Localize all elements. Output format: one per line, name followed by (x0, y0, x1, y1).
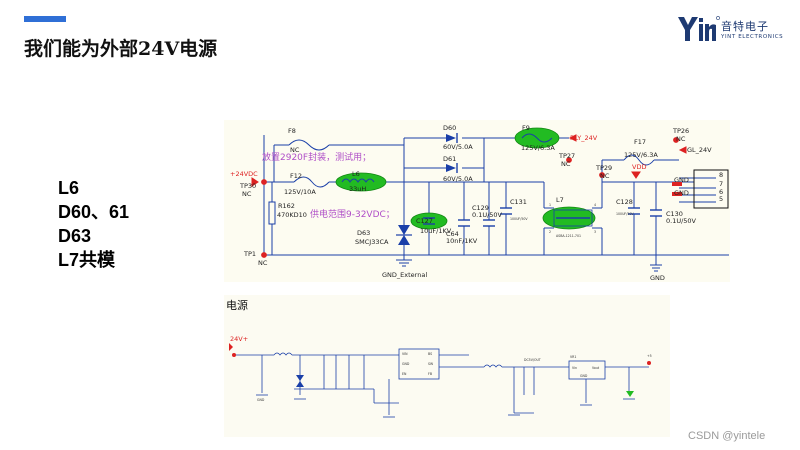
label-d63-value: SMCJ33CA (355, 238, 389, 246)
note-voltage-range: 供电范围9-32VDC； (310, 208, 395, 220)
label-d60-value: 60V/5.0A (443, 143, 473, 151)
label-f9-value: 125V/6.3A (521, 144, 555, 152)
connector-pin: 7 (719, 180, 723, 188)
logo-subtitle: YINT ELECTRONICS (721, 34, 784, 40)
label-gnd-b: GND (674, 189, 689, 197)
label-f17: F17 (634, 138, 646, 146)
part-item: D63 (58, 226, 92, 246)
label-u1-fb: FB (428, 372, 432, 376)
label-l7-value: ASBA-1211-701 (556, 234, 581, 238)
l7-pin-3: 3 (594, 230, 596, 234)
logo-name: 音特电子 (721, 20, 769, 33)
label-tp1: TP1 (243, 250, 256, 258)
part-item: D60、61 (58, 202, 130, 222)
label-c131-value: 100UF/50V (510, 217, 528, 221)
label-f9: F9 (522, 124, 530, 132)
schematic-bottom-drawing: 24V+ VIN BS GND SW EN FB VR1 Vin Vout GN… (229, 335, 652, 418)
label-c127: C127 (416, 217, 433, 225)
connector-pin: 8 (719, 171, 723, 179)
connector-pin: 5 (719, 195, 723, 203)
label-f17-value: 125V/6.3A (624, 151, 658, 159)
label-tp27-value: NC (561, 160, 571, 168)
label-f12: F12 (290, 172, 302, 180)
part-item: L7共模 (58, 250, 116, 270)
label-24v-plus: 24V+ (230, 335, 248, 343)
label-tp29: TP29 (595, 164, 612, 172)
note-package: 放置2920F封装，测试用； (262, 151, 371, 163)
label-24vdc: +24VDC (230, 170, 258, 178)
schematic-power-supply: 电源 (224, 295, 670, 437)
connector-pin: 6 (719, 188, 723, 196)
label-l6: L6 (352, 170, 360, 178)
label-c127-value: 10uF/1KV (420, 227, 452, 235)
label-gnd: GND (257, 398, 265, 402)
label-gnd-external: GND_External (382, 271, 427, 279)
yint-logo-icon (678, 16, 720, 41)
label-gnd-a: GND (674, 176, 689, 184)
label-tp27: TP27 (558, 152, 575, 160)
label-f12-value: 125V/10A (284, 188, 316, 196)
label-f8-value: NC (290, 146, 300, 154)
label-r162-value: 470KD10 (277, 211, 307, 219)
slide-title: 我们能为外部24V电源 (24, 38, 218, 60)
label-d60: D60 (443, 124, 456, 132)
company-logo: 音特电子 YINT ELECTRONICS (676, 14, 786, 48)
label-tp29-value: NC (600, 172, 610, 180)
label-r162: R162 (278, 202, 295, 210)
label-5v: +5 (647, 354, 652, 358)
label-vdd: VDD (632, 163, 646, 171)
part-item: L6 (58, 178, 80, 198)
label-c129-value: 0.1U/50V (472, 211, 503, 219)
label-u1-vin: VIN (402, 352, 408, 356)
label-c128: C128 (616, 198, 633, 206)
label-c129: C129 (472, 204, 489, 212)
label-tp30: TP30 (239, 182, 256, 190)
title-accent-bar (24, 16, 66, 22)
label-d63: D63 (357, 229, 370, 237)
l7-pin-1: 1 (549, 203, 551, 207)
label-c128-value: 100UF/50V (616, 212, 634, 216)
label-tp26: TP26 (672, 127, 689, 135)
label-gnd-bottom: GND (650, 274, 665, 282)
schematic-24v-input: F8 NC F12 125V/10A L6 33uH R162 470KD10 … (224, 120, 730, 282)
label-c130-value: 0.1U/50V (666, 217, 697, 225)
label-c131: C131 (510, 198, 527, 206)
label-u1-bs: BS (428, 352, 432, 356)
label-vr1: VR1 (570, 355, 576, 359)
label-l7: L7 (556, 196, 564, 204)
label-u1-sw: SW (428, 362, 434, 366)
label-ldo-gnd: GND (580, 374, 588, 378)
label-ldo-vin: Vin (572, 366, 577, 370)
label-gl-24v: GL_24V (687, 146, 712, 154)
label-u1-en: EN (402, 372, 407, 376)
label-c130: C130 (666, 210, 683, 218)
label-tp26-value: NC (676, 135, 686, 143)
csdn-watermark: CSDN @yintele (688, 430, 766, 442)
label-f8: F8 (288, 127, 296, 135)
label-rly-24v: RLY_24V (570, 134, 598, 142)
schematic-top-drawing: F8 NC F12 125V/10A L6 33uH R162 470KD10 … (230, 124, 729, 282)
l7-pin-2: 2 (549, 230, 551, 234)
label-d61: D61 (443, 155, 456, 163)
l7-pin-4: 4 (594, 203, 596, 207)
label-c64-value: 10nF/1KV (446, 237, 478, 245)
label-l6-value: 33uH (349, 185, 366, 193)
label-tp30-value: NC (242, 190, 252, 198)
power-section-title: 电源 (226, 299, 248, 312)
label-c64: C64 (446, 230, 459, 238)
label-dc5v-out: DC5V/OUT (524, 358, 541, 362)
label-ldo-vout: Vout (592, 366, 600, 370)
label-u1-gnd: GND (402, 362, 410, 366)
parts-list: L6 D60、61 D63 L7共模 (58, 176, 129, 272)
label-tp1-value: NC (258, 259, 268, 267)
label-d61-value: 60V/5.0A (443, 175, 473, 183)
